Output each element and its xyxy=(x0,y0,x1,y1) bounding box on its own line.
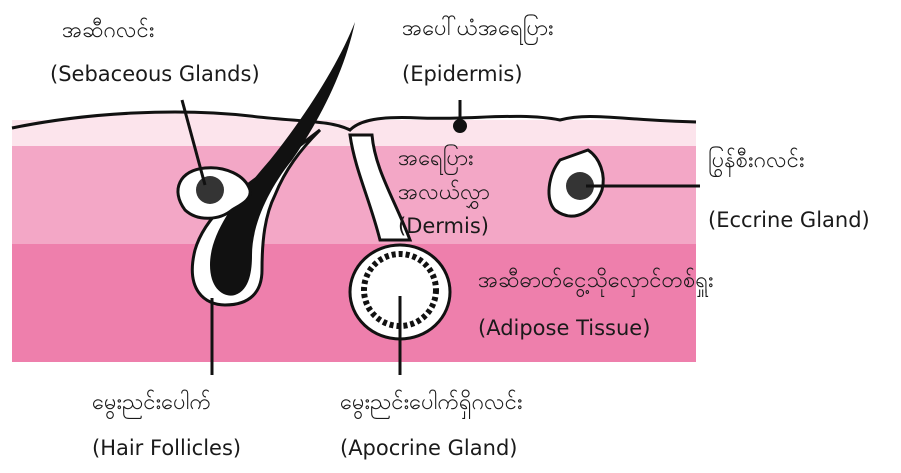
eccrine-label-my: ပြွန်စီးဂလင်း xyxy=(708,150,805,172)
dermis-label-en: (Dermis) xyxy=(398,216,489,237)
sebaceous-label-en: (Sebaceous Glands) xyxy=(50,64,260,85)
sebaceous-gland-core xyxy=(196,176,224,204)
epidermis-label-my: အပေါ်ယံအရေပြား xyxy=(402,18,554,40)
hair-follicle-label-en: (Hair Follicles) xyxy=(92,438,241,459)
apocrine-label-my: မွေးညင်းပေါက်ရှိဂလင်း xyxy=(340,392,523,414)
dermis-label-my-1: အရေပြား xyxy=(398,148,474,170)
hair-follicle-label-my: မွေးညင်းပေါက် xyxy=(92,392,211,414)
apocrine-label-en: (Apocrine Gland) xyxy=(340,438,517,459)
adipose-label-my: အဆီဓာတ်ငွေ့သိုလှောင်တစ်ရှူး xyxy=(478,270,714,292)
dermis-label-my-2: အလယ်လွှာ xyxy=(398,182,490,204)
adipose-label-en: (Adipose Tissue) xyxy=(478,318,650,339)
eccrine-label-en: (Eccrine Gland) xyxy=(708,210,870,231)
sebaceous-label-my: အဆီဂလင်း xyxy=(62,20,154,42)
epidermis-label-en: (Epidermis) xyxy=(402,64,523,85)
